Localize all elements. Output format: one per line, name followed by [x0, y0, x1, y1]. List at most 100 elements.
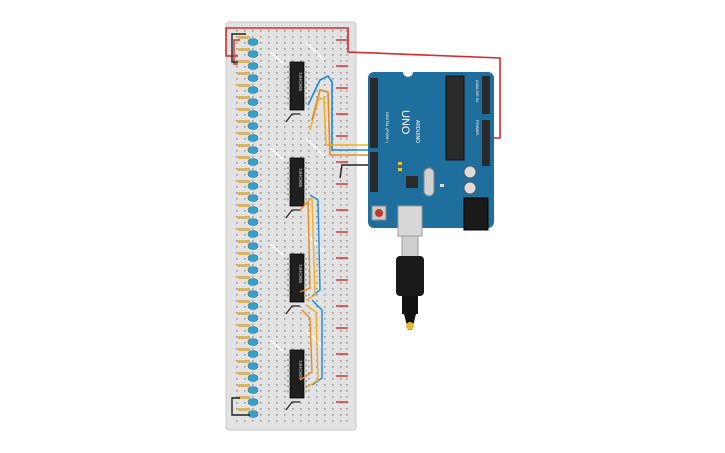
resistor[interactable]	[238, 60, 250, 63]
wire-black-gnd-2[interactable]	[339, 164, 378, 179]
shift-register-chip[interactable]: 74HC595	[287, 253, 307, 303]
led[interactable]	[247, 350, 259, 358]
usb-cable-plug[interactable]	[396, 256, 424, 296]
resistor[interactable]	[238, 324, 250, 327]
led[interactable]	[247, 398, 259, 406]
resistor[interactable]	[238, 120, 250, 123]
jumper-wire-black[interactable]	[285, 113, 300, 123]
arduino-uno-board[interactable]: UNO ARDUINO DIGITAL (PWM~) ANALOG IN POW…	[368, 67, 494, 237]
led[interactable]	[247, 386, 259, 394]
resistor[interactable]	[238, 372, 250, 375]
jumper-wire[interactable]	[305, 41, 325, 61]
jumper-wire-black[interactable]	[285, 401, 300, 411]
led[interactable]	[247, 122, 259, 130]
analog-header[interactable]	[482, 76, 490, 114]
shift-register-chip[interactable]: 74HC595	[287, 349, 307, 399]
resistor[interactable]	[238, 48, 250, 51]
led[interactable]	[247, 62, 259, 70]
jumper-wire[interactable]	[269, 339, 285, 353]
jumper-wire-black[interactable]	[285, 305, 300, 315]
wires[interactable]	[225, 27, 501, 416]
led[interactable]	[247, 170, 259, 178]
resistor[interactable]	[238, 204, 250, 207]
jumper-wire-black[interactable]	[285, 209, 300, 219]
resistor[interactable]	[238, 252, 250, 255]
resistor[interactable]	[238, 228, 250, 231]
led[interactable]	[247, 194, 259, 202]
resistor[interactable]	[238, 240, 250, 243]
jumper-wire[interactable]	[269, 51, 285, 65]
led[interactable]	[247, 410, 259, 418]
reset-button-cap[interactable]	[375, 209, 383, 217]
led[interactable]	[247, 74, 259, 82]
led[interactable]	[247, 230, 259, 238]
resistor[interactable]	[238, 180, 250, 183]
led[interactable]	[247, 338, 259, 346]
usb-cable[interactable]	[396, 235, 424, 330]
resistor[interactable]	[238, 384, 250, 387]
resistor[interactable]	[238, 96, 250, 99]
wire-blue-chain-1[interactable]	[309, 194, 321, 297]
led[interactable]	[247, 266, 259, 274]
resistor[interactable]	[238, 360, 250, 363]
led[interactable]	[247, 206, 259, 214]
led[interactable]	[247, 86, 259, 94]
wire-yellow-chain-2[interactable]	[305, 304, 319, 389]
breadboard[interactable]: 74HC595 74HC595 74HC595 74HC595	[225, 21, 357, 431]
led[interactable]	[247, 38, 259, 46]
led[interactable]	[247, 302, 259, 310]
led[interactable]	[247, 290, 259, 298]
resistor[interactable]	[238, 144, 250, 147]
led[interactable]	[247, 374, 259, 382]
wire-red-left[interactable]	[233, 39, 240, 65]
jumper-wire[interactable]	[305, 329, 325, 349]
digital-header[interactable]	[370, 78, 378, 148]
digital-header-lower[interactable]	[370, 152, 378, 192]
resistor[interactable]	[238, 336, 250, 339]
led[interactable]	[247, 362, 259, 370]
resistor[interactable]	[238, 36, 250, 39]
led[interactable]	[247, 254, 259, 262]
wire-orange-clock[interactable]	[311, 89, 378, 156]
resistor[interactable]	[238, 348, 250, 351]
resistor[interactable]	[238, 312, 250, 315]
resistor[interactable]	[238, 168, 250, 171]
led[interactable]	[247, 110, 259, 118]
shift-register-chips[interactable]: 74HC595 74HC595 74HC595 74HC595	[287, 61, 307, 399]
shift-register-chip[interactable]: 74HC595	[287, 61, 307, 111]
resistor[interactable]	[238, 276, 250, 279]
led[interactable]	[247, 50, 259, 58]
resistor[interactable]	[238, 288, 250, 291]
power-header[interactable]	[482, 120, 490, 166]
usb-b-connector[interactable]	[397, 205, 423, 237]
resistor[interactable]	[238, 408, 250, 411]
led[interactable]	[247, 218, 259, 226]
led[interactable]	[247, 242, 259, 250]
led[interactable]	[247, 278, 259, 286]
resistor[interactable]	[238, 216, 250, 219]
wire-orange-chain-1[interactable]	[299, 200, 311, 293]
led[interactable]	[247, 146, 259, 154]
resistor[interactable]	[238, 84, 250, 87]
jumper-wire[interactable]	[305, 137, 325, 157]
led[interactable]	[247, 98, 259, 106]
power-jack[interactable]	[463, 197, 489, 231]
wire-red-power[interactable]	[225, 27, 501, 139]
resistor[interactable]	[238, 192, 250, 195]
resistor[interactable]	[238, 264, 250, 267]
shift-register-chip[interactable]: 74HC595	[287, 157, 307, 207]
resistor[interactable]	[238, 156, 250, 159]
led-column[interactable]	[238, 36, 259, 418]
wire-blue-data[interactable]	[307, 74, 378, 151]
resistor[interactable]	[238, 300, 250, 303]
resistor[interactable]	[238, 396, 250, 399]
led[interactable]	[247, 182, 259, 190]
led[interactable]	[247, 326, 259, 334]
wire-black-gnd[interactable]	[231, 33, 246, 63]
resistor[interactable]	[238, 72, 250, 75]
resistor[interactable]	[238, 108, 250, 111]
led[interactable]	[247, 134, 259, 142]
wire-orange-chain-2[interactable]	[299, 309, 313, 381]
led[interactable]	[247, 314, 259, 322]
